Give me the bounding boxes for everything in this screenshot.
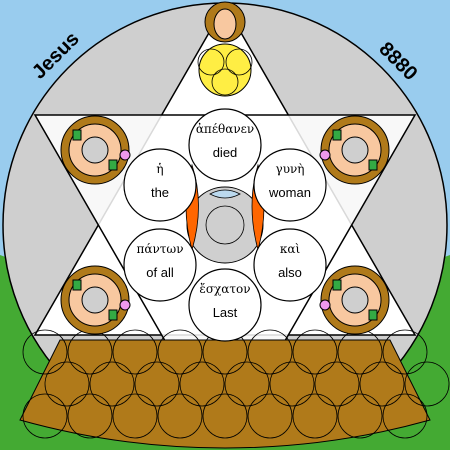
- medallion: [319, 265, 390, 335]
- medallion: [60, 265, 131, 335]
- lattice-ring: [112, 393, 158, 439]
- lattice-ring: [247, 393, 293, 439]
- word-circle-lower-left: πάντων of all: [123, 228, 197, 302]
- greek-word: πάντων: [136, 242, 183, 256]
- lattice-ring: [359, 361, 405, 407]
- top-figure: [197, 1, 253, 97]
- word-circle-top: ἀπέθανεν died: [188, 108, 262, 182]
- english-word: Last: [213, 305, 238, 320]
- lattice-ring: [314, 361, 360, 407]
- lattice-ring: [157, 329, 203, 375]
- lattice-ring: [44, 361, 90, 407]
- greek-word: ἡ: [156, 162, 163, 176]
- lattice-ring: [89, 361, 135, 407]
- lattice-ring: [22, 329, 68, 375]
- lattice-ring: [224, 361, 270, 407]
- medallion: [60, 115, 131, 185]
- greek-word: γυνὴ: [276, 162, 305, 176]
- bottom-lattice: [19, 329, 450, 449]
- lattice-ring: [112, 329, 158, 375]
- english-word: the: [151, 185, 169, 200]
- lattice-ring: [202, 393, 248, 439]
- lattice-ring: [404, 361, 450, 407]
- medallion: [319, 115, 390, 185]
- lattice-ring: [337, 393, 383, 439]
- english-word: also: [278, 265, 302, 280]
- word-circle-lower-right: καὶ also: [253, 228, 327, 302]
- greek-word: ἀπέθανεν: [196, 122, 254, 136]
- lattice-ring: [134, 361, 180, 407]
- english-word: died: [213, 145, 238, 160]
- lattice-ring: [292, 329, 338, 375]
- lattice-ring: [382, 393, 428, 439]
- english-word: of all: [146, 265, 174, 280]
- lattice-ring: [179, 361, 225, 407]
- lattice-ring: [382, 329, 428, 375]
- lattice-ring: [67, 393, 113, 439]
- lattice-ring: [292, 393, 338, 439]
- english-word: woman: [268, 185, 311, 200]
- word-circle-upper-right: γυνὴ woman: [253, 148, 327, 222]
- lattice-ring: [22, 393, 68, 439]
- greek-word: ἔσχατον: [199, 282, 250, 296]
- lattice-ring: [157, 393, 203, 439]
- lattice-ring: [269, 361, 315, 407]
- word-circle-upper-left: ἡ the: [123, 148, 197, 222]
- lattice-ring: [247, 329, 293, 375]
- greek-word: καὶ: [280, 242, 301, 256]
